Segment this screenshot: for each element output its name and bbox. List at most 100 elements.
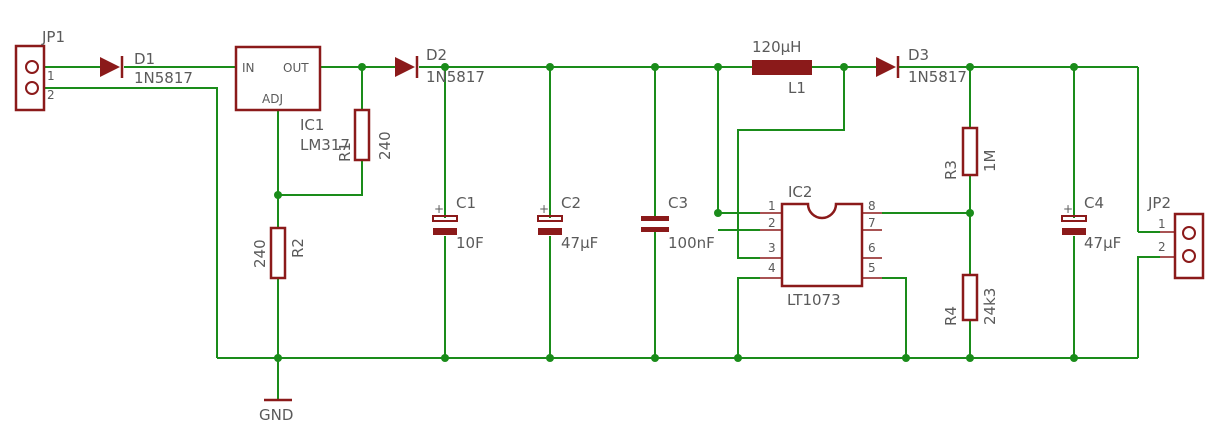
- junction: [966, 63, 974, 71]
- ic2-pin-number: 4: [768, 261, 776, 275]
- junction: [651, 63, 659, 71]
- junction: [546, 63, 554, 71]
- c2-name: C2: [561, 194, 581, 212]
- diode-d1: D1 1N5817: [100, 50, 193, 87]
- c4-polarity: +: [1063, 202, 1073, 216]
- ic2-pin-number: 7: [868, 216, 876, 230]
- diode-d3: D3 1N5817: [876, 46, 967, 86]
- l1-value: 120µH: [752, 38, 801, 56]
- r4-value: 24k3: [981, 288, 999, 325]
- junction: [358, 63, 366, 71]
- ic2-name: IC2: [788, 183, 812, 201]
- ic2-pin-number: 6: [868, 241, 876, 255]
- capacitor-c2: + C2 47µF: [537, 194, 598, 252]
- ic2-pin-number: 3: [768, 241, 776, 255]
- jp1-pin2-label: 2: [47, 88, 55, 102]
- d1-value: 1N5817: [134, 69, 193, 87]
- junction: [966, 209, 974, 217]
- junctions: [274, 63, 1078, 362]
- wire-ic2-pin5: [882, 277, 907, 358]
- d1-name: D1: [134, 50, 155, 68]
- r1-body: [353, 108, 371, 162]
- r4-body: [961, 273, 979, 322]
- resistor-r2: 240 R2: [251, 226, 307, 280]
- ic1-body: [234, 45, 322, 112]
- c2-polarity: +: [539, 202, 549, 216]
- connector-jp1: JP1 1 2: [14, 28, 65, 112]
- jp2-pin2-label: 2: [1158, 240, 1166, 254]
- c3-value: 100nF: [668, 234, 715, 252]
- c1-polarity: +: [434, 202, 444, 216]
- jp1-name: JP1: [41, 28, 65, 46]
- junction: [651, 354, 659, 362]
- junction: [441, 63, 449, 71]
- l1-name: L1: [788, 79, 806, 97]
- regulator-ic1: IN OUT ADJ IC1 LM317: [234, 45, 350, 154]
- junction: [714, 209, 722, 217]
- junction: [1070, 63, 1078, 71]
- c4-name: C4: [1084, 194, 1104, 212]
- ic1-name: IC1: [300, 116, 324, 134]
- jp2-name: JP2: [1147, 194, 1171, 212]
- capacitor-c4: + C4 47µF: [1061, 194, 1121, 252]
- r3-value: 1M: [981, 150, 999, 173]
- c4-plate-positive: [1061, 215, 1087, 222]
- ic1-pin-out: OUT: [283, 61, 309, 75]
- jp1-pad-2: [25, 81, 39, 95]
- r2-value: 240: [251, 239, 269, 268]
- d2-name: D2: [426, 46, 447, 64]
- d2-triangle: [395, 57, 415, 77]
- capacitor-c1: + C1 10F: [432, 194, 484, 252]
- gnd-label: GND: [259, 406, 293, 424]
- jp2-body: [1173, 212, 1205, 280]
- c2-plate-negative: [538, 228, 562, 235]
- r3-name: R3: [942, 160, 960, 180]
- junction: [546, 354, 554, 362]
- c1-value: 10F: [456, 234, 484, 252]
- ic2-pin-number: 2: [768, 216, 776, 230]
- c1-name: C1: [456, 194, 476, 212]
- d3-triangle: [876, 57, 896, 77]
- c2-value: 47µF: [561, 234, 598, 252]
- d1-triangle: [100, 57, 120, 77]
- capacitor-c3: C3 100nF: [641, 194, 715, 252]
- jp2-pad-1: [1182, 226, 1196, 240]
- jp1-pad-1: [25, 60, 39, 74]
- d3-name: D3: [908, 46, 929, 64]
- c2-plate-positive: [537, 215, 563, 222]
- r2-body: [269, 226, 287, 280]
- junction: [840, 63, 848, 71]
- jp2-pin1-label: 1: [1158, 217, 1166, 231]
- ic2-value: LT1073: [787, 291, 841, 309]
- ic2-pin-number: 5: [868, 261, 876, 275]
- junction: [734, 354, 742, 362]
- ground-symbol: GND: [259, 398, 293, 424]
- c4-plate-negative: [1062, 228, 1086, 235]
- wires: [45, 66, 1160, 400]
- wire-ic2-pin4: [737, 277, 760, 358]
- resistor-r3: R3 1M: [942, 126, 999, 180]
- jp1-body: [14, 44, 46, 112]
- r4-name: R4: [942, 306, 960, 326]
- r1-value: 240: [376, 131, 394, 160]
- jp2-pad-2: [1182, 249, 1196, 263]
- connector-jp2: JP2 1 2: [1147, 194, 1205, 280]
- ic1-pin-adj: ADJ: [262, 92, 283, 106]
- c3-plate-top: [641, 216, 669, 221]
- ic1-value: LM317: [300, 136, 350, 154]
- c1-plate-positive: [432, 215, 458, 222]
- junction: [274, 354, 282, 362]
- junction: [274, 191, 282, 199]
- inductor-l1: 120µH L1: [752, 38, 812, 97]
- l1-body: [752, 60, 812, 75]
- wire-gnd-jp2: [1137, 256, 1160, 358]
- c3-name: C3: [668, 194, 688, 212]
- junction: [902, 354, 910, 362]
- wire-ic2-pin3: [737, 67, 845, 259]
- r1-name: R1: [336, 142, 354, 162]
- junction: [1070, 354, 1078, 362]
- junction: [441, 354, 449, 362]
- wire-jp1-gnd: [45, 87, 218, 358]
- c3-plate-bottom: [641, 227, 669, 232]
- converter-ic2: 1 2 3 4 5 6 7 8 IC2 LT1073: [760, 183, 882, 309]
